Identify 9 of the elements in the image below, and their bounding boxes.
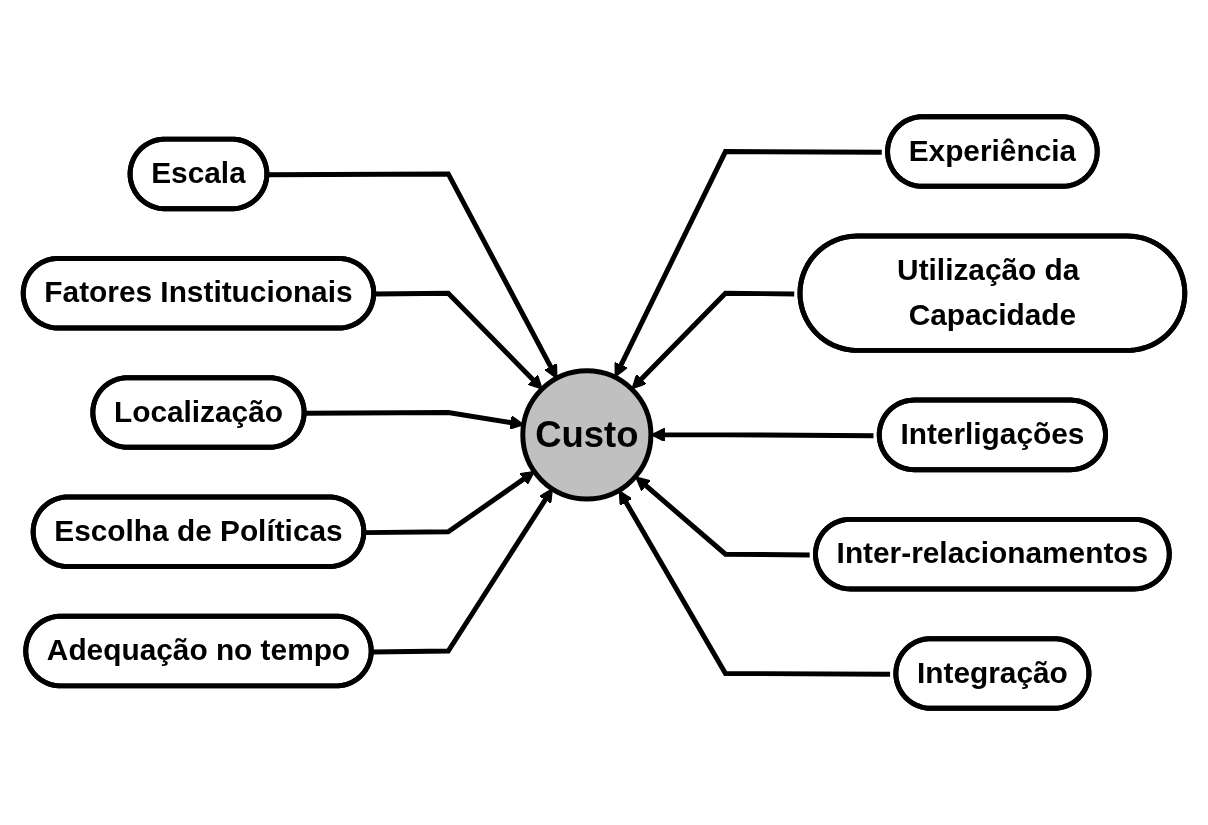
- node-circle: Custo: [520, 368, 654, 502]
- arrow: [631, 290, 795, 390]
- arrow: [374, 290, 543, 390]
- arrow: [614, 149, 882, 378]
- arrow: [364, 470, 536, 536]
- arrow: [372, 488, 553, 655]
- arrow: [618, 490, 891, 677]
- arrow: [267, 171, 558, 379]
- arrow: [635, 476, 810, 558]
